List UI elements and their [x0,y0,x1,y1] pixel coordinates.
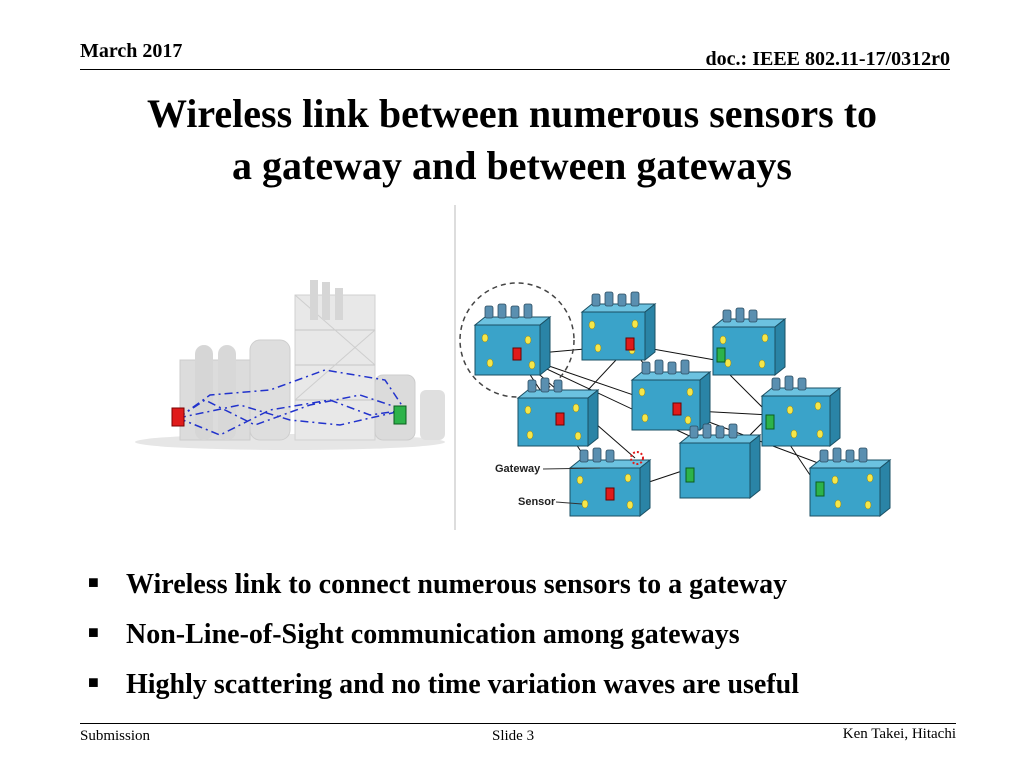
bullet-text: Wireless link to connect numerous sensor… [126,569,788,600]
antenna-clusters [484,291,868,463]
bullet-item: ■ Non-Line-of-Sight communication among g… [88,610,988,660]
gateways-green [685,347,825,497]
plant-illustration [135,280,445,450]
bullet-item: ■ Wireless link to connect numerous senso… [88,560,988,610]
box-1 [473,315,552,377]
header-doc-id: doc.: IEEE 802.11-17/0312r0 [705,48,950,70]
box-7 [678,433,762,500]
gateway-burst-icon [630,451,644,465]
gateway-marker-left [171,407,185,427]
gateway-legend-label: Gateway [495,463,541,475]
title-line-2: a gateway and between gateways [232,143,792,188]
box-2 [580,302,657,362]
bullet-item: ■ Highly scattering and no time variation… [88,660,988,710]
sensor-dots [481,319,874,510]
square-bullet-icon: ■ [88,622,99,642]
bullet-list: ■ Wireless link to connect numerous senso… [88,560,988,710]
header-date: March 2017 [80,40,183,62]
footer-author: Ken Takei, Hitachi [842,726,956,742]
square-bullet-icon: ■ [88,572,99,592]
gateways-red [512,337,682,501]
box-3 [711,317,787,377]
square-bullet-icon: ■ [88,672,99,692]
sensor-marker-left [393,405,407,425]
footer-submission: Submission [80,728,151,744]
footer-slide-number: Slide 3 [492,728,535,744]
bullet-text: Highly scattering and no time variation … [126,669,800,700]
header-divider [80,69,950,70]
highlight-circle [459,282,575,398]
network-figure: Gateway Sensor [135,205,892,530]
title-line-1: Wireless link between numerous sensors t… [146,91,878,136]
bullet-text: Non-Line-of-Sight communication among ga… [126,619,740,650]
slide-title: Wireless link between numerous sensors t… [60,88,964,192]
footer-divider [80,723,956,724]
wireless-paths [177,369,406,436]
sensor-legend-label: Sensor [518,496,556,508]
sensor-boxes [473,302,892,518]
